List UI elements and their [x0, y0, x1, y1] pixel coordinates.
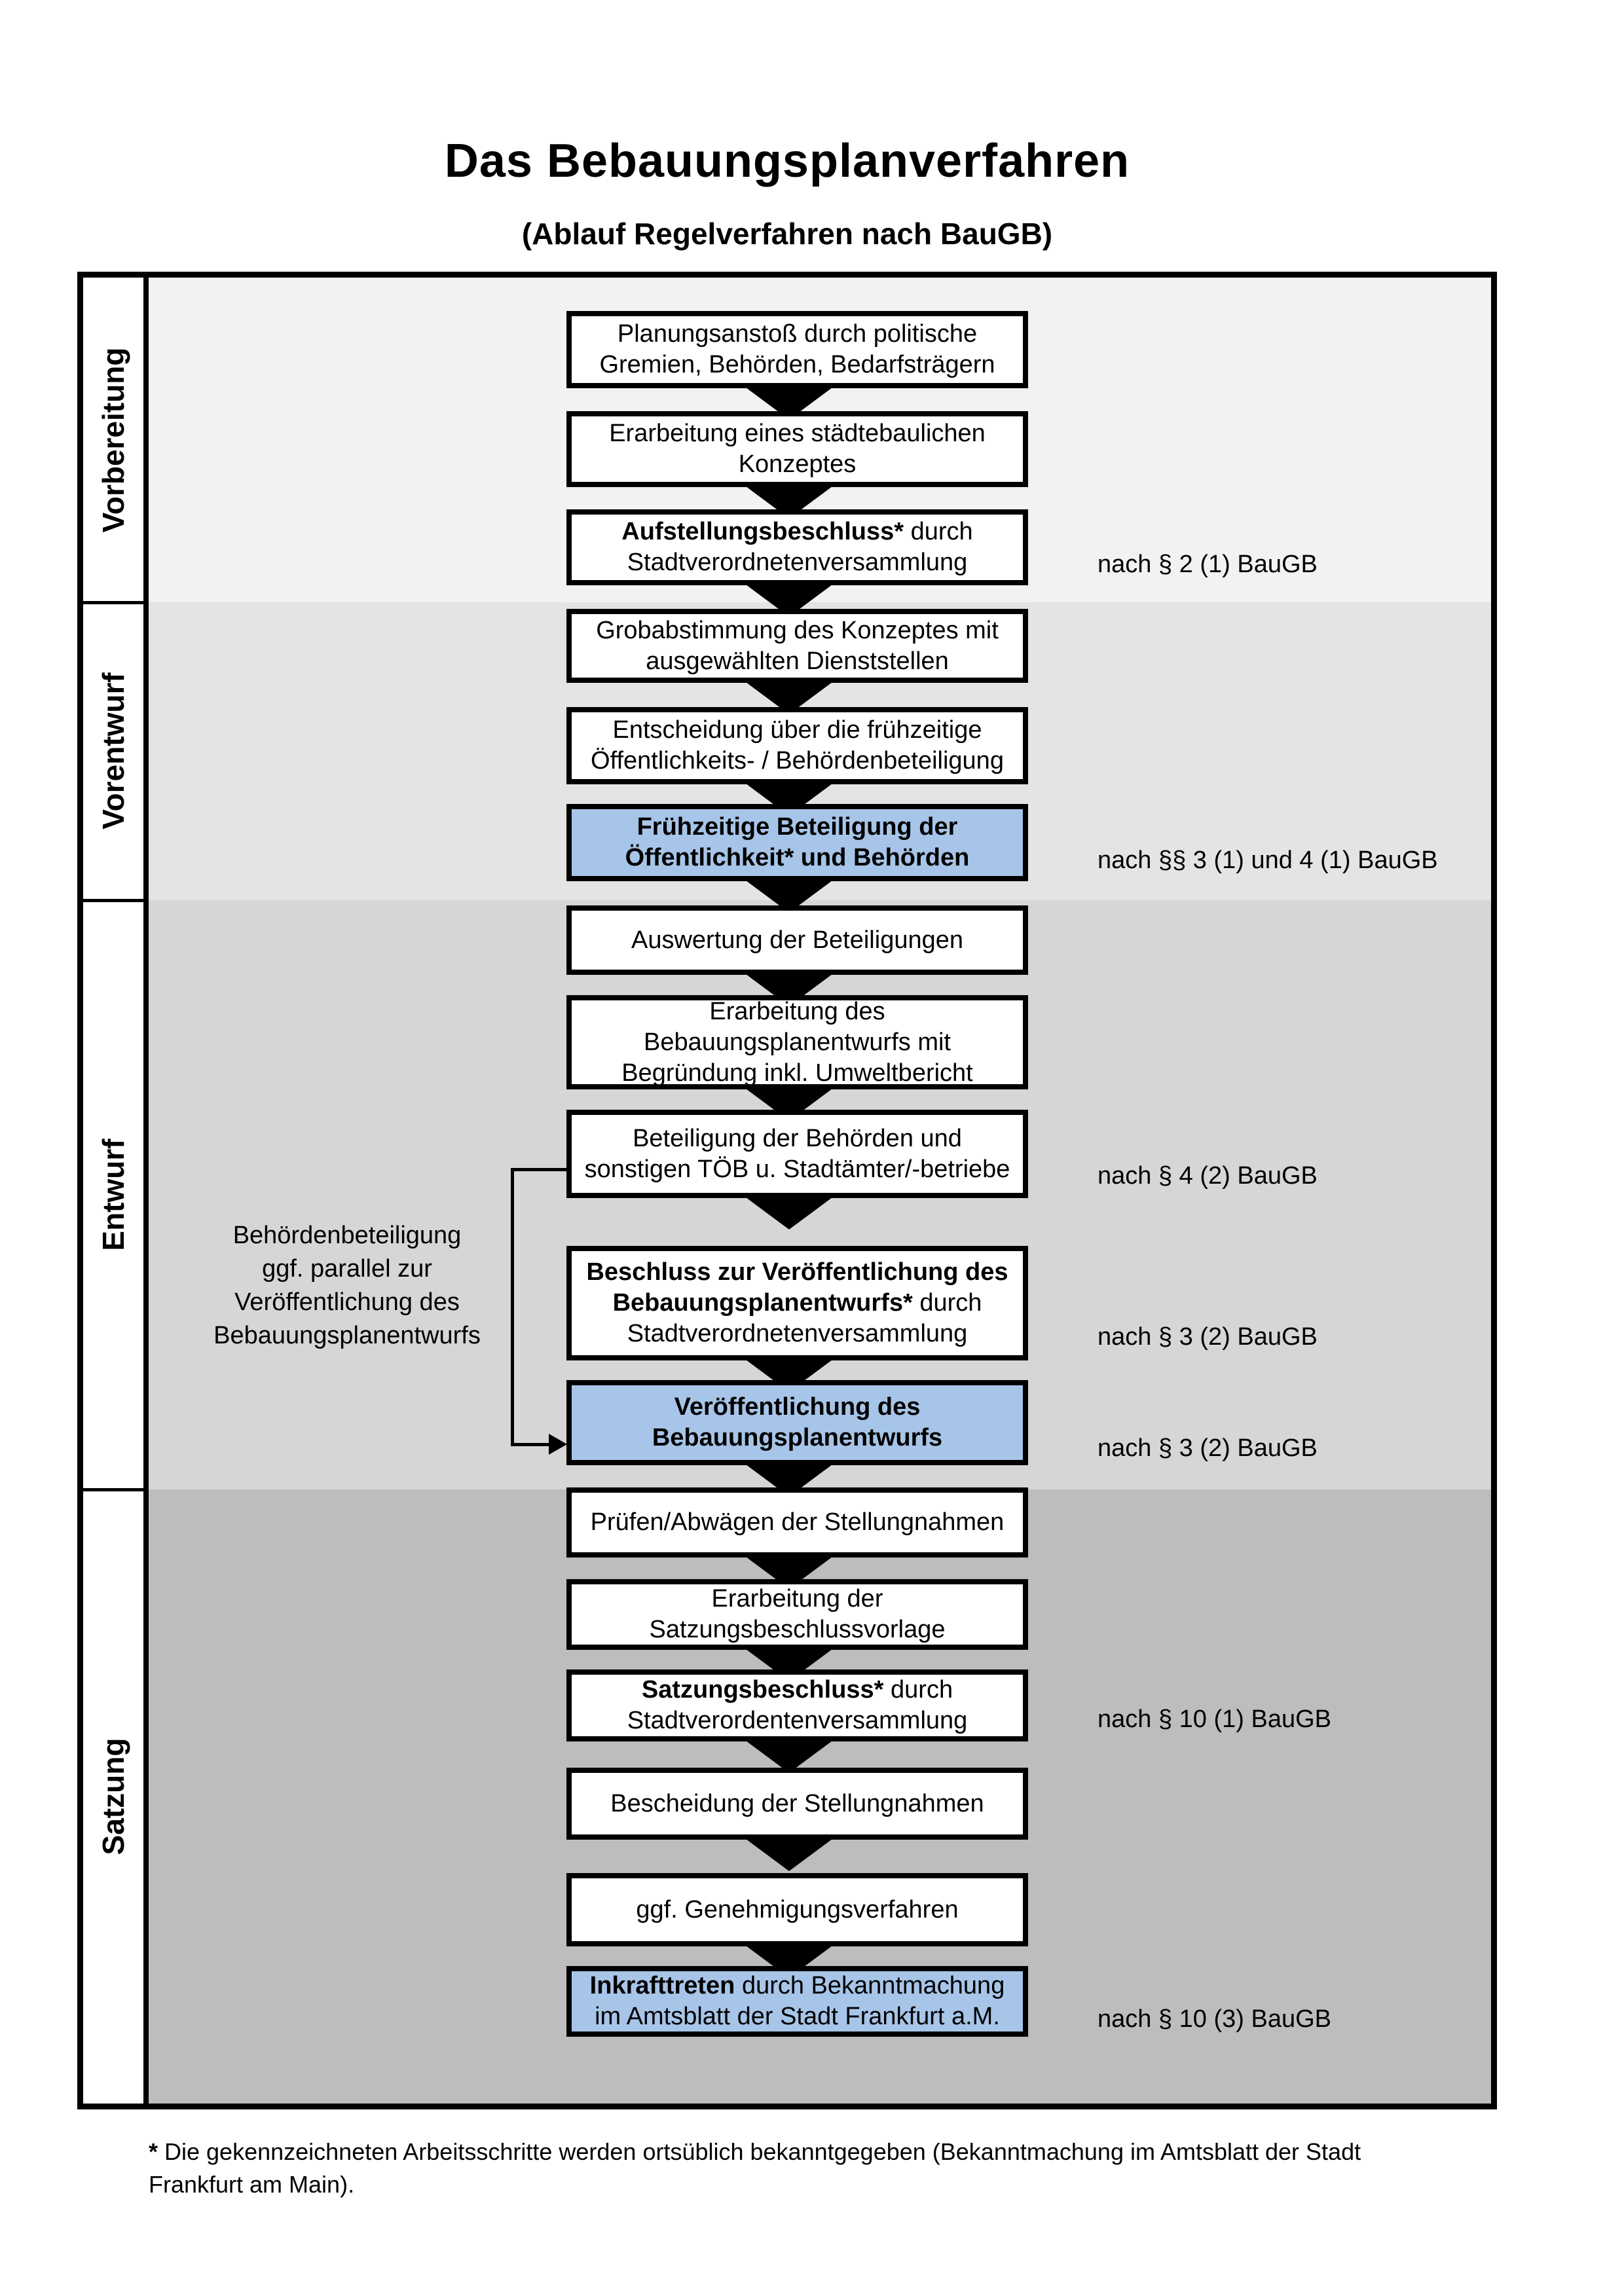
step-aufstellungsbeschluss: Aufstellungsbeschluss* durch Stadtverord… [566, 509, 1028, 585]
step-satzungsbeschluss: Satzungsbeschluss* durch Stadtverordente… [566, 1669, 1028, 1741]
phase-separator [83, 899, 143, 902]
legal-reference: nach § 3 (2) BauGB [1098, 1434, 1318, 1462]
page-subtitle: (Ablauf Regelverfahren nach BauGB) [521, 217, 1053, 251]
phase-label-satzung: Satzung [96, 1738, 130, 1855]
flow-arrow-icon [743, 1195, 835, 1230]
step-planungsanstoss: Planungsanstoß durch politische Gremien,… [566, 311, 1028, 388]
step-behoerdenbeteiligung-toeb: Beteiligung der Behörden und sonstigen T… [566, 1110, 1028, 1198]
flow-arrow-icon [743, 1739, 835, 1773]
legal-reference: nach § 4 (2) BauGB [1098, 1162, 1318, 1190]
legal-reference: nach § 2 (1) BauGB [1098, 551, 1318, 578]
parallel-connector-top [511, 1168, 566, 1171]
label-column-divider [143, 278, 149, 2104]
step-auswertung-beteiligungen: Auswertung der Beteiligungen [566, 905, 1028, 975]
phase-label-column [83, 278, 143, 2104]
phase-label-entwurf: Entwurf [96, 1139, 130, 1251]
step-erarbeitung-bebauungsplanentwurf: Erarbeitung des Bebauungsplanentwurfs mi… [566, 995, 1028, 1089]
page-title: Das Bebauungsplanverfahren [444, 135, 1130, 187]
step-entscheidung-fruehzeitige-beteiligung: Entscheidung über die frühzeitige Öffent… [566, 707, 1028, 784]
flow-arrow-icon [743, 1837, 835, 1871]
legal-reference: nach § 10 (1) BauGB [1098, 1705, 1331, 1733]
step-staedtebauliches-konzept: Erarbeitung eines städtebaulichen Konzep… [566, 411, 1028, 487]
parallel-connector-arrowhead-icon [549, 1434, 567, 1455]
step-bescheidung-stellungnahmen: Bescheidung der Stellungnahmen [566, 1768, 1028, 1840]
legal-reference: nach §§ 3 (1) und 4 (1) BauGB [1098, 847, 1438, 874]
step-fruehzeitige-beteiligung: Frühzeitige Beteiligung der Öffentlichke… [566, 804, 1028, 881]
phase-label-vorbereitung: Vorbereitung [96, 347, 130, 533]
step-grobabstimmung: Grobabstimmung des Konzeptes mit ausgewä… [566, 609, 1028, 683]
step-beschluss-veroeffentlichung: Beschluss zur Veröffentlichung des Bebau… [566, 1246, 1028, 1360]
phase-separator [83, 1488, 143, 1491]
step-inkrafttreten: Inkrafttreten durch Bekanntmachung im Am… [566, 1966, 1028, 2037]
parallel-note: Behördenbeteiligung ggf. parallel zur Ve… [213, 1222, 481, 1349]
step-erarbeitung-satzungsbeschlussvorlage: Erarbeitung der Satzungsbeschlussvorlage [566, 1579, 1028, 1650]
legal-reference: nach § 3 (2) BauGB [1098, 1323, 1318, 1351]
parallel-connector-bottom [511, 1443, 551, 1446]
step-veroeffentlichung-entwurf: Veröffentlichung des Bebauungsplanentwur… [566, 1380, 1028, 1465]
phase-label-vorentwurf: Vorentwurf [96, 672, 130, 829]
step-genehmigungsverfahren: ggf. Genehmigungsverfahren [566, 1873, 1028, 1946]
legal-reference: nach § 10 (3) BauGB [1098, 2005, 1331, 2033]
step-pruefen-abwaegen-stellungnahmen: Prüfen/Abwägen der Stellungnahmen [566, 1487, 1028, 1558]
parallel-connector-vertical [511, 1168, 514, 1446]
footnote: * Die gekennzeichneten Arbeitsschritte w… [149, 2138, 1361, 2198]
phase-separator [83, 601, 143, 604]
